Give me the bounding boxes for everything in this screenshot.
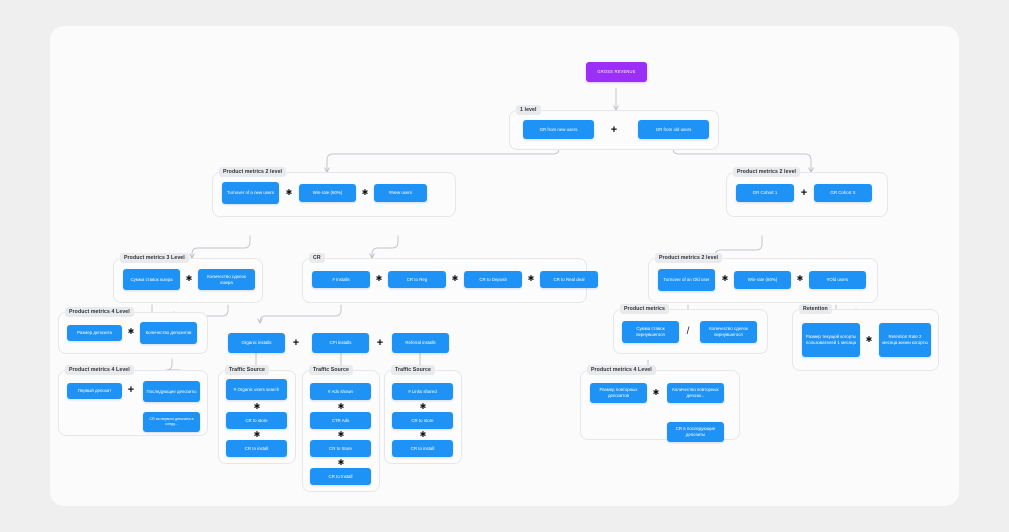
node-first-deposit[interactable]: Первый депозит bbox=[67, 383, 122, 399]
node-gr-cohort-x[interactable]: GR Cohort X bbox=[814, 184, 872, 202]
group-title-ts-organic: Traffic Source bbox=[225, 365, 269, 375]
operator-plus-level1: + bbox=[610, 124, 618, 136]
node-ads-shown[interactable]: # Ads shown bbox=[310, 383, 371, 400]
node-referral-cr-to-install[interactable]: CR to install bbox=[392, 440, 453, 457]
node-organic-cr-to-install[interactable]: CR to install bbox=[226, 440, 287, 457]
operator-multiply-pm4-a: ✱ bbox=[127, 327, 135, 336]
node-deposit-count[interactable]: Количество депозитов bbox=[140, 322, 197, 344]
group-title-pm4-c: Product metrics 4 Level bbox=[587, 365, 656, 375]
operator-multiply-ref-1: ✱ bbox=[419, 402, 427, 411]
group-title-pm2-cohort: Product metrics 2 level bbox=[733, 167, 801, 177]
operator-multiply-cpi-2: ✱ bbox=[337, 430, 345, 439]
operator-multiply-cr-1: ✱ bbox=[375, 274, 383, 283]
diagram-board: GROSS REVENUE 1 level GR from new users … bbox=[50, 26, 959, 506]
node-retention-rate-2[interactable]: Retention Rate 2 месяца жизни когорты bbox=[879, 323, 931, 357]
node-organic-installs[interactable]: Organic installs bbox=[228, 333, 285, 353]
node-installs[interactable]: # Installs bbox=[312, 271, 370, 288]
diagram-canvas[interactable]: GROSS REVENUE 1 level GR from new users … bbox=[50, 26, 959, 506]
operator-multiply-organic-2: ✱ bbox=[253, 430, 261, 439]
operator-multiply-ref-2: ✱ bbox=[419, 430, 427, 439]
node-count-deals-returned[interactable]: Количество сделок вернувшегося bbox=[700, 321, 757, 343]
operator-multiply-pm2-new-2: ✱ bbox=[361, 188, 369, 197]
group-title-pm3: Product metrics 3 Level bbox=[120, 253, 189, 263]
node-cr-first-to-next-deposit[interactable]: CR из первого депозита в следу... bbox=[143, 412, 200, 432]
operator-multiply-pm4-c: ✱ bbox=[652, 388, 660, 397]
node-organic-cr-to-store[interactable]: CR to store bbox=[226, 412, 287, 429]
node-gr-from-old-users[interactable]: GR from old users bbox=[638, 120, 709, 139]
operator-multiply-cr-3: ✱ bbox=[527, 274, 535, 283]
node-count-deals-user[interactable]: Количество сделок юзера bbox=[198, 269, 255, 290]
node-cr-to-reg[interactable]: CR to Reg bbox=[388, 271, 446, 288]
node-num-new-users[interactable]: #New users bbox=[374, 184, 427, 202]
group-title-level-1: 1 level bbox=[516, 105, 541, 115]
node-repeat-deposit-count[interactable]: Количество повторных депози... bbox=[667, 383, 724, 403]
group-title-ts-cpi: Traffic Source bbox=[309, 365, 353, 375]
operator-plus-cohort: + bbox=[800, 187, 808, 199]
node-sum-bets-user[interactable]: Сумма ставок юзера bbox=[123, 269, 180, 290]
node-cohort-size-month-1[interactable]: Размер текущей когорты пользователей 1 м… bbox=[802, 323, 860, 357]
group-title-pm-returned: Product metrics bbox=[620, 304, 669, 314]
operator-multiply-organic-1: ✱ bbox=[253, 402, 261, 411]
operator-multiply-cpi-1: ✱ bbox=[337, 402, 345, 411]
node-num-old-users[interactable]: #Old users bbox=[809, 271, 866, 289]
node-turnover-of-a-new-users[interactable]: Turnover of a new users bbox=[222, 182, 279, 204]
node-gross-revenue[interactable]: GROSS REVENUE bbox=[586, 62, 647, 82]
node-gr-cohort-1[interactable]: GR Cohort 1 bbox=[736, 184, 794, 202]
node-turnover-of-an-old-user[interactable]: Turnover of an Old user bbox=[658, 269, 715, 291]
group-title-cr: CR bbox=[309, 253, 325, 263]
operator-plus-pm4-b: + bbox=[127, 384, 135, 396]
node-cpi-installs[interactable]: CPI installs bbox=[312, 333, 369, 353]
node-cr-to-deposit[interactable]: CR to Deposit bbox=[464, 271, 522, 288]
node-ctr-ads[interactable]: CTR Ads bbox=[310, 412, 371, 429]
node-cr-to-next-deposits[interactable]: CR в последующие депозиты bbox=[667, 422, 724, 442]
operator-plus-installs-2: + bbox=[376, 337, 384, 349]
operator-multiply-retention: ✱ bbox=[865, 335, 873, 344]
operator-multiply-pm3: ✱ bbox=[185, 274, 193, 283]
node-referral-cr-to-store[interactable]: CR to store bbox=[392, 412, 453, 429]
operator-plus-installs-1: + bbox=[292, 337, 300, 349]
operator-multiply-pm2-old-2: ✱ bbox=[796, 274, 804, 283]
node-organic-users-search[interactable]: # Organic users search bbox=[226, 379, 287, 400]
node-sum-bets-returned[interactable]: Сумма ставок вернувшегося bbox=[622, 321, 679, 343]
operator-divide-returned: / bbox=[686, 326, 690, 337]
operator-multiply-cr-2: ✱ bbox=[451, 274, 459, 283]
node-win-rate-old[interactable]: Win-rate (60%) bbox=[734, 271, 791, 289]
operator-multiply-cpi-3: ✱ bbox=[337, 458, 345, 467]
operator-multiply-pm2-new-1: ✱ bbox=[285, 188, 293, 197]
node-win-rate-new[interactable]: Win-rate (60%) bbox=[299, 184, 356, 202]
group-title-pm4-a: Product metrics 4 Level bbox=[65, 307, 134, 317]
node-gr-from-new-users[interactable]: GR from new users bbox=[523, 120, 594, 139]
node-referral-installs[interactable]: Referral installs bbox=[392, 333, 449, 353]
group-title-ts-referral: Traffic Source bbox=[391, 365, 435, 375]
node-cr-to-real-deal[interactable]: CR to Real deal bbox=[540, 271, 598, 288]
node-cpi-cr-to-store[interactable]: CR to Store bbox=[310, 440, 371, 457]
group-title-pm4-b: Product metrics 4 Level bbox=[65, 365, 134, 375]
group-title-pm2-old: Product metrics 2 level bbox=[655, 253, 723, 263]
node-links-shared[interactable]: # Links shared bbox=[392, 383, 453, 400]
group-title-retention: Retention bbox=[799, 304, 832, 314]
group-title-pm2-new: Product metrics 2 level bbox=[219, 167, 287, 177]
node-next-deposits[interactable]: Последующие депозиты bbox=[143, 381, 200, 402]
operator-multiply-pm2-old-1: ✱ bbox=[721, 274, 729, 283]
node-cpi-cr-to-install[interactable]: CR to Install bbox=[310, 468, 371, 485]
node-deposit-size[interactable]: Размер депозита bbox=[67, 325, 122, 341]
node-repeat-deposit-size[interactable]: Размер повторных депозитов bbox=[590, 383, 647, 403]
